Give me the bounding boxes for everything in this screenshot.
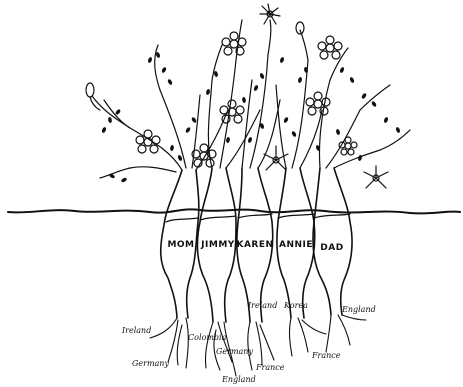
ground-line bbox=[8, 209, 460, 213]
flower-bud-top bbox=[296, 22, 304, 34]
flower-upper-left bbox=[222, 32, 246, 55]
origin-mom-1: Ireland bbox=[121, 326, 151, 335]
origin-jimmy-1: Colombia bbox=[188, 333, 227, 342]
origin-jimmy-3: England bbox=[221, 375, 256, 384]
root-name-karen: KAREN bbox=[236, 240, 273, 250]
root-name-mom: MOM bbox=[167, 240, 194, 250]
root-name-annie: ANNIE bbox=[279, 240, 313, 250]
origin-karen-2: France bbox=[255, 363, 285, 372]
branches bbox=[92, 20, 410, 178]
origin-jimmy-2: Germany bbox=[216, 347, 253, 356]
origin-karen-1: Ireland bbox=[247, 301, 277, 310]
flower-center-left bbox=[192, 144, 216, 167]
flower-small-right bbox=[339, 137, 357, 155]
root-name-dad: DAD bbox=[320, 243, 343, 253]
flower-right-star bbox=[364, 166, 388, 188]
origin-annie-1: Korea bbox=[283, 301, 308, 310]
origin-annie-2: France bbox=[311, 351, 341, 360]
trunk-dad bbox=[313, 168, 352, 315]
origin-mom-2: Germany bbox=[132, 359, 169, 368]
flower-upper-right bbox=[318, 36, 342, 59]
root-name-jimmy: JIMMY bbox=[200, 240, 235, 250]
origin-dad-1: England bbox=[341, 305, 376, 314]
